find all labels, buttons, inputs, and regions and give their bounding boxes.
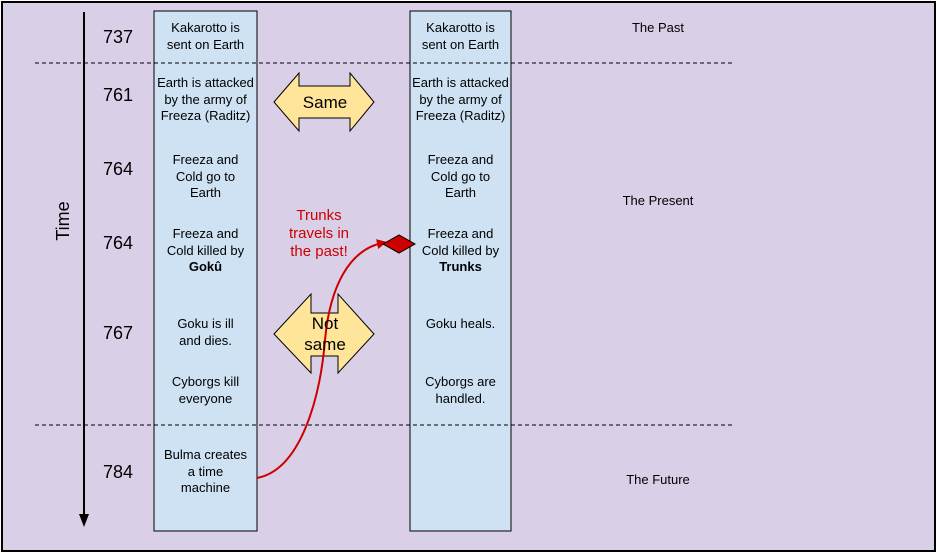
left-event-1: Kakarotto is sent on Earth: [166, 20, 245, 52]
left-event-2: Earth is attacked by the army of Freeza …: [157, 75, 254, 123]
right-event-2: Earth is attacked by the army of Freeza …: [412, 75, 509, 123]
left-event-5: Goku is ill and dies.: [177, 316, 234, 348]
original-timeline-column: [153, 10, 258, 532]
year-label: 784: [102, 462, 134, 482]
right-event-4-actor: Trunks: [439, 259, 482, 274]
year-label: 761: [102, 85, 134, 105]
year-label: 737: [102, 27, 134, 47]
not-same-double-arrow: [273, 292, 375, 375]
time-travel-label: Trunks travels in the past!: [288, 207, 350, 260]
era-past: The Past: [631, 20, 685, 35]
arrival-diamond: [381, 234, 417, 254]
right-event-4: Freeza and Cold killed by Trunks: [413, 226, 508, 276]
not-same-label: Not same: [304, 314, 346, 354]
left-event-4: Freeza and Cold killed by Gokû: [159, 226, 252, 276]
time-axis-label: Time: [53, 201, 73, 241]
left-event-4-actor: Gokû: [188, 259, 223, 274]
era-future: The Future: [626, 472, 690, 487]
same-label: Same: [302, 93, 348, 112]
year-label: 764: [102, 159, 134, 179]
right-event-5: Goku heals.: [425, 316, 496, 331]
right-event-4-text: Freeza and Cold killed by: [421, 226, 500, 258]
left-event-6: Cyborgs kill everyone: [171, 374, 240, 406]
right-event-1: Kakarotto is sent on Earth: [421, 20, 500, 52]
left-event-3: Freeza and Cold go to Earth: [172, 152, 239, 200]
right-event-6: Cyborgs are handled.: [425, 374, 496, 406]
altered-timeline-column: [409, 10, 512, 532]
era-present: The Present: [622, 193, 694, 208]
right-event-3: Freeza and Cold go to Earth: [427, 152, 494, 200]
time-axis-arrowhead: [79, 514, 89, 527]
left-event-7: Bulma creates a time machine: [163, 447, 248, 495]
same-double-arrow: [273, 71, 375, 133]
year-label: 764: [102, 233, 134, 253]
left-event-4-text: Freeza and Cold killed by: [166, 226, 245, 258]
year-label: 767: [102, 323, 134, 343]
time-travel-arrow: [256, 239, 387, 479]
